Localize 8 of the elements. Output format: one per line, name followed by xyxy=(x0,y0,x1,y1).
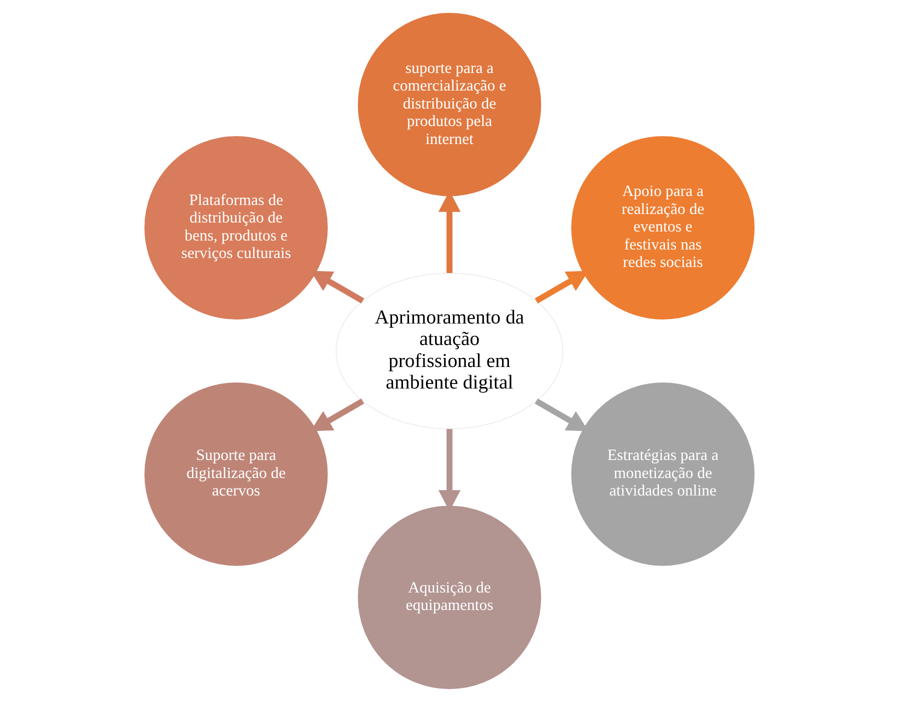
node-ellipse: Aprimoramento da atuação profissional em ambiente digital xyxy=(336,272,564,430)
arrow xyxy=(310,270,364,304)
node-circle: Suporte para digitalização de acervos xyxy=(143,382,329,567)
node-circle: Apoio para a realização de eventos e festivais nas redes sociais xyxy=(570,135,756,320)
node-circle: Plataformas de distribuição de bens, produtos e serviços culturais xyxy=(143,135,329,320)
node-circle: Aquisição de equipamentos xyxy=(356,504,542,690)
node-circle: Estratégias para a monetização de atividades online xyxy=(570,382,756,567)
node-circle: suporte para a comercialização e distribuição de produtos pela internet xyxy=(356,12,542,198)
